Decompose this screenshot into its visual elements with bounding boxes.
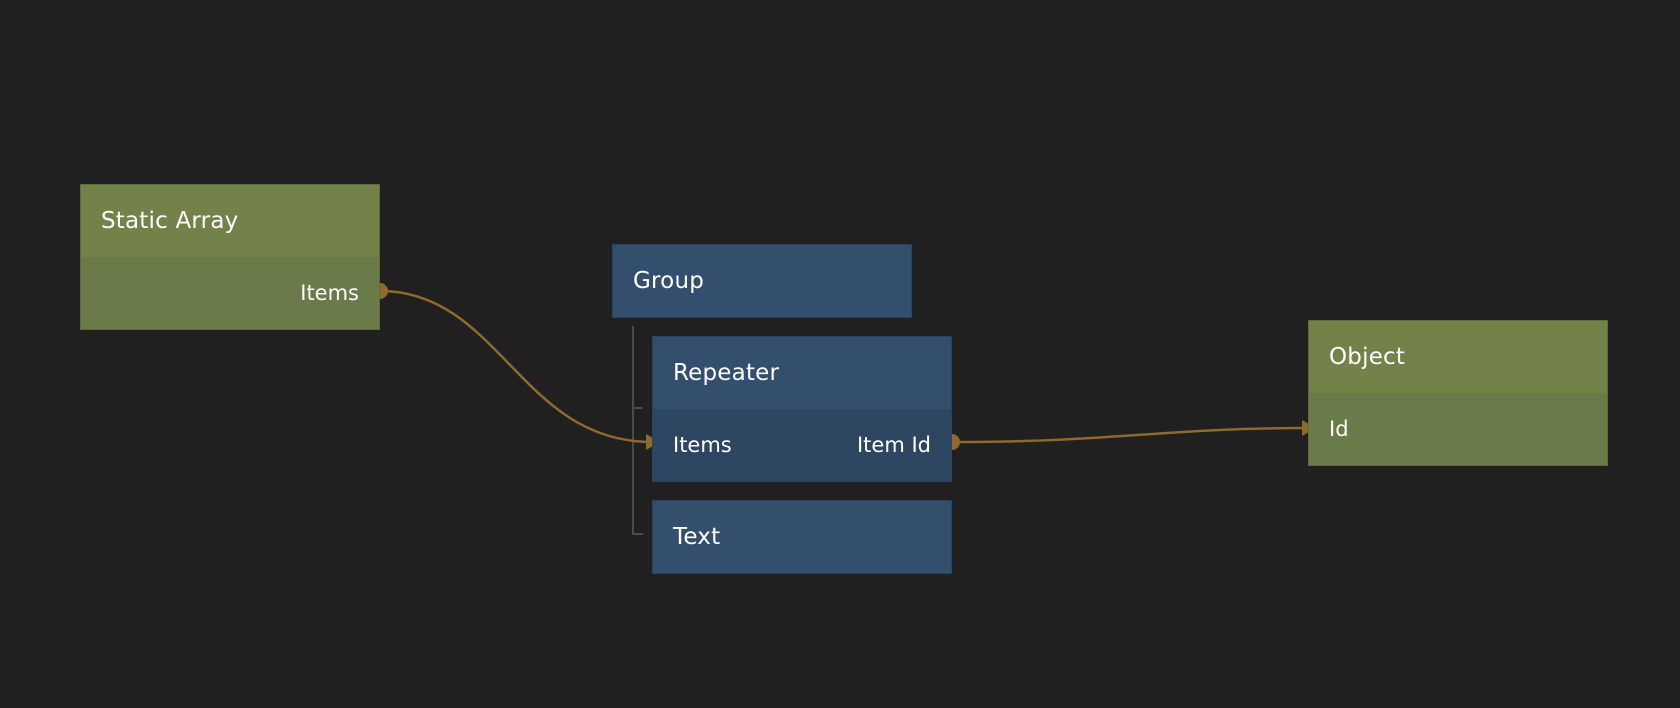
node-title: Group xyxy=(613,245,911,317)
node-ports: Items Item Id xyxy=(653,409,951,481)
node-ports: Id xyxy=(1309,393,1607,465)
input-port-id[interactable]: Id xyxy=(1329,417,1349,441)
group-node[interactable]: Group xyxy=(612,244,912,318)
hierarchy-line xyxy=(632,326,643,535)
node-title: Object xyxy=(1309,321,1607,393)
connection-itemid-to-object[interactable] xyxy=(951,426,1309,444)
node-ports: Items xyxy=(81,257,379,329)
output-port-item-id[interactable]: Item Id xyxy=(856,433,931,457)
output-port-items[interactable]: Items xyxy=(300,281,359,305)
static-array-node[interactable]: Static Array Items xyxy=(80,184,380,330)
node-title: Text xyxy=(653,501,951,573)
repeater-node[interactable]: Repeater Items Item Id xyxy=(652,336,952,482)
node-title: Repeater xyxy=(653,337,951,409)
object-node[interactable]: Object Id xyxy=(1308,320,1608,466)
node-title: Static Array xyxy=(81,185,379,257)
input-port-items[interactable]: Items xyxy=(673,433,732,457)
text-node[interactable]: Text xyxy=(652,500,952,574)
